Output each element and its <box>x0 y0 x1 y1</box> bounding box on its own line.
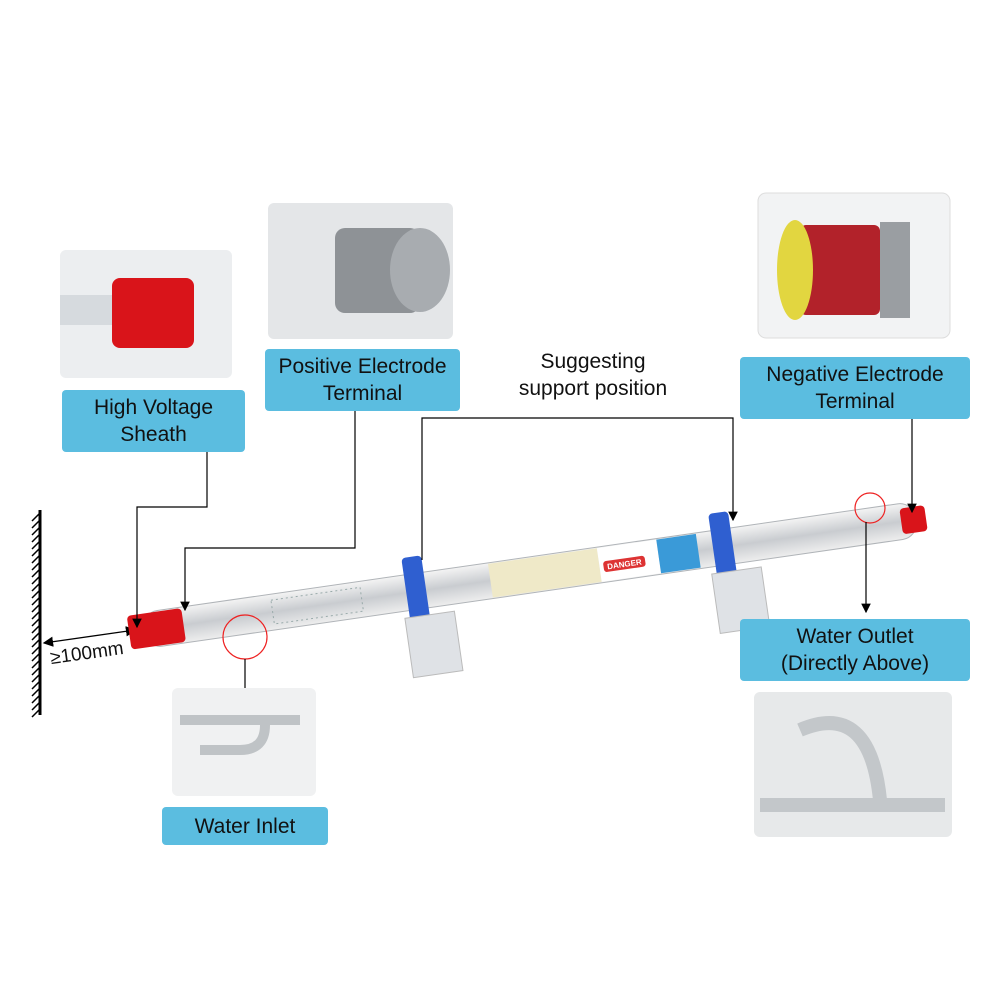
support-position-text: Suggesting support position <box>490 348 696 402</box>
support-bracket <box>708 511 738 583</box>
label-line: Terminal <box>322 382 403 405</box>
wall-hatch-line <box>31 667 40 676</box>
photo-negative-electrode <box>757 192 951 339</box>
wall-hatch-line <box>31 534 40 543</box>
wall-hatch-line <box>31 646 40 655</box>
wall-hatch-line <box>31 562 40 571</box>
text-line: Suggesting <box>540 350 646 373</box>
label-water-outlet: Water Outlet (Directly Above) <box>740 619 970 681</box>
wall-hatch-line <box>31 513 40 522</box>
wall-hatch-line <box>31 632 40 641</box>
label-line: Positive Electrode <box>278 355 447 378</box>
photo-positive-electrode <box>268 203 453 339</box>
label-line: Water Inlet <box>194 814 296 838</box>
wall-hatch-line <box>31 681 40 690</box>
wall-hatch-line <box>31 660 40 669</box>
negative-cap <box>899 505 928 534</box>
photo-water-inlet <box>172 688 316 796</box>
distance-arrow <box>42 626 137 647</box>
wall <box>31 510 42 718</box>
wall-hatch-line <box>31 548 40 557</box>
wall-hatch-line <box>31 674 40 683</box>
wall-hatch-line <box>31 590 40 599</box>
wall-hatch-line <box>31 583 40 592</box>
label-line: High Voltage <box>93 396 214 419</box>
wall-hatch-line <box>31 527 40 536</box>
wall-hatch-line <box>31 688 40 697</box>
wall-hatch-line <box>31 555 40 564</box>
text-line: support position <box>518 377 668 400</box>
wall-hatch-line <box>31 604 40 613</box>
wall-hatch-line <box>31 520 40 529</box>
wall-hatch-line <box>31 702 40 711</box>
wall-hatch-line <box>31 541 40 550</box>
photo-high-voltage-sheath <box>60 250 232 378</box>
label-line: Sheath <box>120 423 187 446</box>
wall-hatch-line <box>31 695 40 704</box>
positive-cap <box>127 608 186 650</box>
wall-hatch-line <box>31 653 40 662</box>
wall-hatch-line <box>31 625 40 634</box>
label-line: Terminal <box>815 390 895 413</box>
photo-water-outlet <box>754 692 952 837</box>
label-line: (Directly Above) <box>780 652 930 675</box>
label-water-inlet: Water Inlet <box>162 807 328 845</box>
wall-hatch-line <box>31 597 40 606</box>
wall-hatch-line <box>31 709 40 718</box>
wall-hatch-line <box>31 618 40 627</box>
wall-hatch-line <box>31 569 40 578</box>
support-bracket <box>401 555 431 627</box>
wall-hatch-line <box>31 639 40 648</box>
laser-tube: DANGER <box>127 503 928 679</box>
label-line: Water Outlet <box>796 625 914 648</box>
wall-hatch-line <box>31 576 40 585</box>
danger-sticker <box>603 555 646 572</box>
label-line: Negative Electrode <box>766 363 944 386</box>
wall-hatch-line <box>31 611 40 620</box>
